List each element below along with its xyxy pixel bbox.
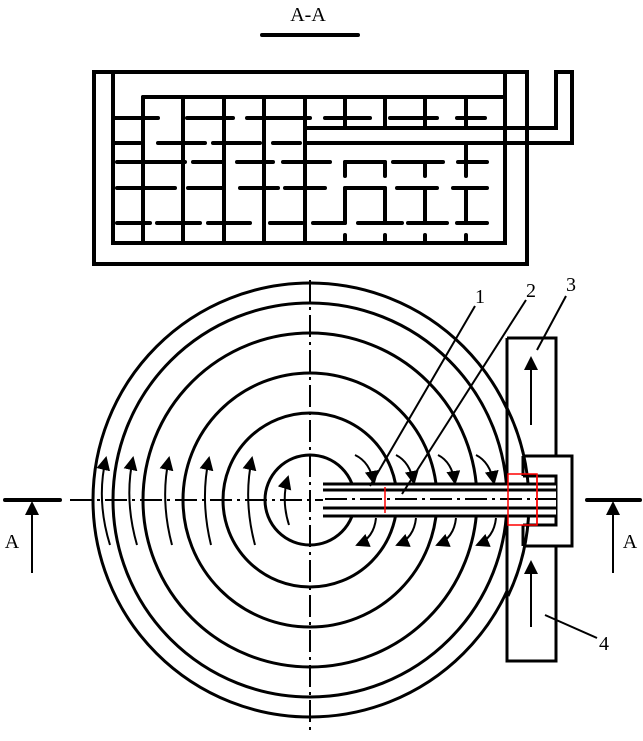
section-view — [92, 70, 574, 266]
plan-view: 1 2 3 4 A A — [3, 274, 642, 732]
outer-housing — [92, 70, 529, 266]
leader-2 — [401, 299, 527, 495]
distribution-pipe — [323, 482, 556, 518]
callout-2: 2 — [526, 280, 536, 302]
section-label-right: A — [623, 531, 638, 553]
leader-4 — [544, 614, 598, 639]
section-title: A-A — [290, 4, 326, 26]
circulation-arrows — [96, 454, 499, 547]
inner-housing — [111, 70, 507, 245]
callout-3: 3 — [566, 274, 576, 296]
section-label-left: A — [5, 531, 20, 553]
leader-3 — [536, 295, 567, 351]
leader-1 — [369, 305, 476, 487]
callout-4: 4 — [599, 633, 609, 655]
collector-channel — [505, 336, 574, 663]
callout-1: 1 — [475, 286, 485, 308]
pipe-outlet — [304, 70, 574, 145]
